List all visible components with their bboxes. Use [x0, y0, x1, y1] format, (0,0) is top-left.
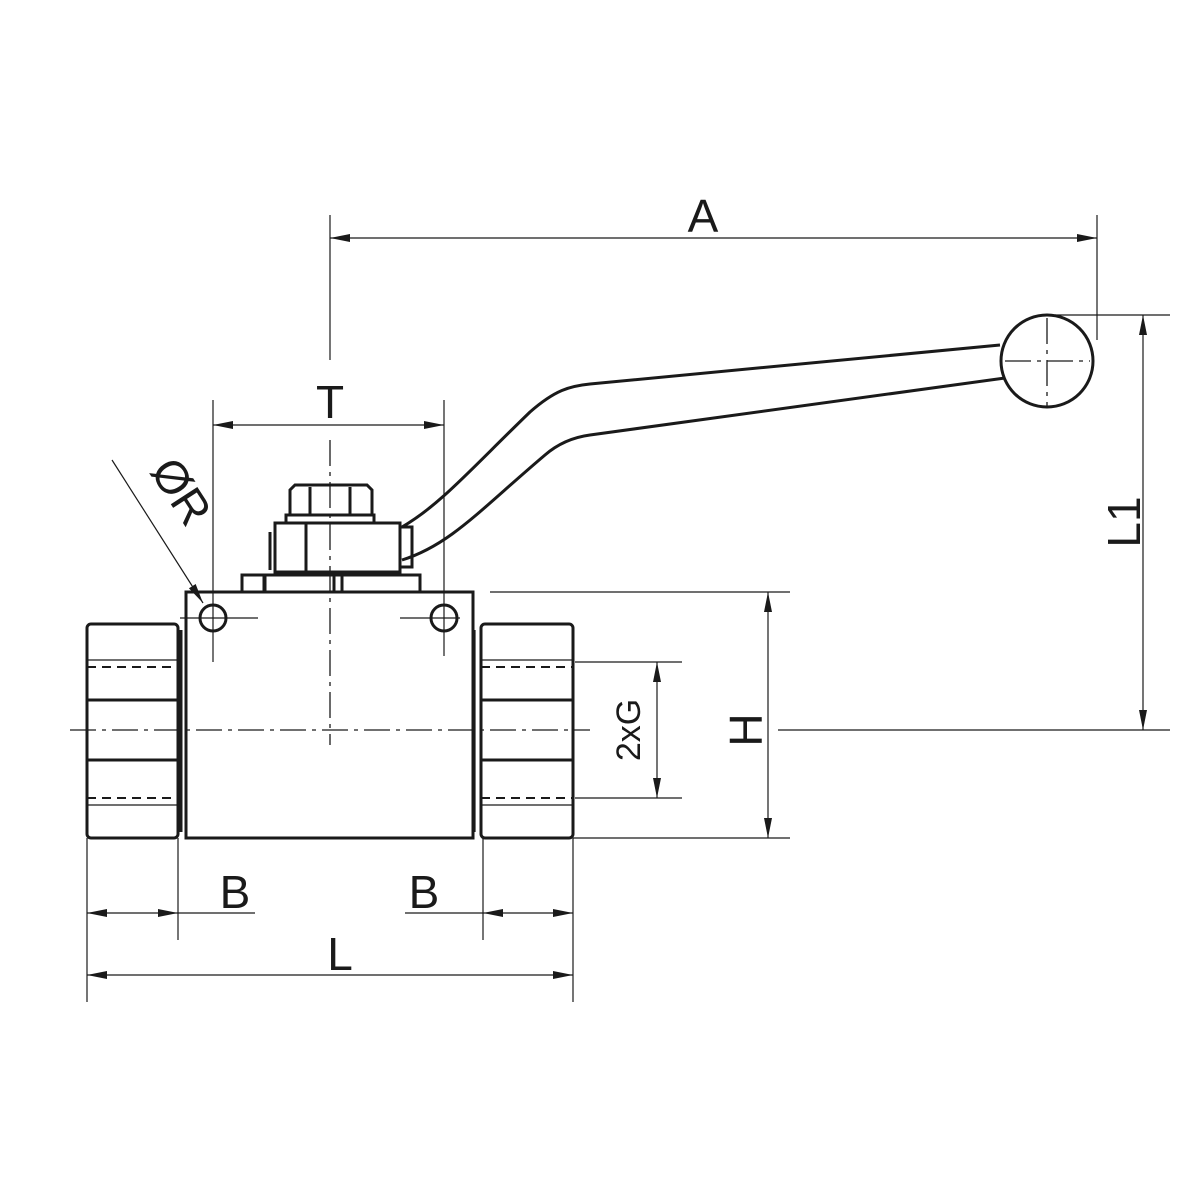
- left-port: [85, 622, 183, 840]
- valve-body: [180, 590, 475, 840]
- label-t: T: [316, 376, 344, 428]
- label-h: H: [720, 713, 772, 746]
- dimension-h: [490, 591, 790, 839]
- dimension-t: [212, 400, 445, 600]
- dimension-2xg: [575, 661, 682, 799]
- label-b-right: B: [409, 866, 440, 918]
- handle-lever: [401, 313, 1095, 562]
- label-l: L: [327, 928, 353, 980]
- label-r: ØR: [141, 448, 222, 534]
- dimension-l1: [778, 314, 1170, 731]
- label-2xg: 2xG: [610, 699, 648, 761]
- label-a: A: [688, 190, 719, 242]
- stem-nut: [240, 483, 422, 594]
- dimension-b-l: [86, 838, 574, 1002]
- label-l1: L1: [1098, 496, 1150, 547]
- label-b-left: B: [220, 866, 251, 918]
- right-port: [474, 622, 575, 840]
- dimension-r-leader: [111, 459, 204, 604]
- dimension-a: [329, 215, 1098, 360]
